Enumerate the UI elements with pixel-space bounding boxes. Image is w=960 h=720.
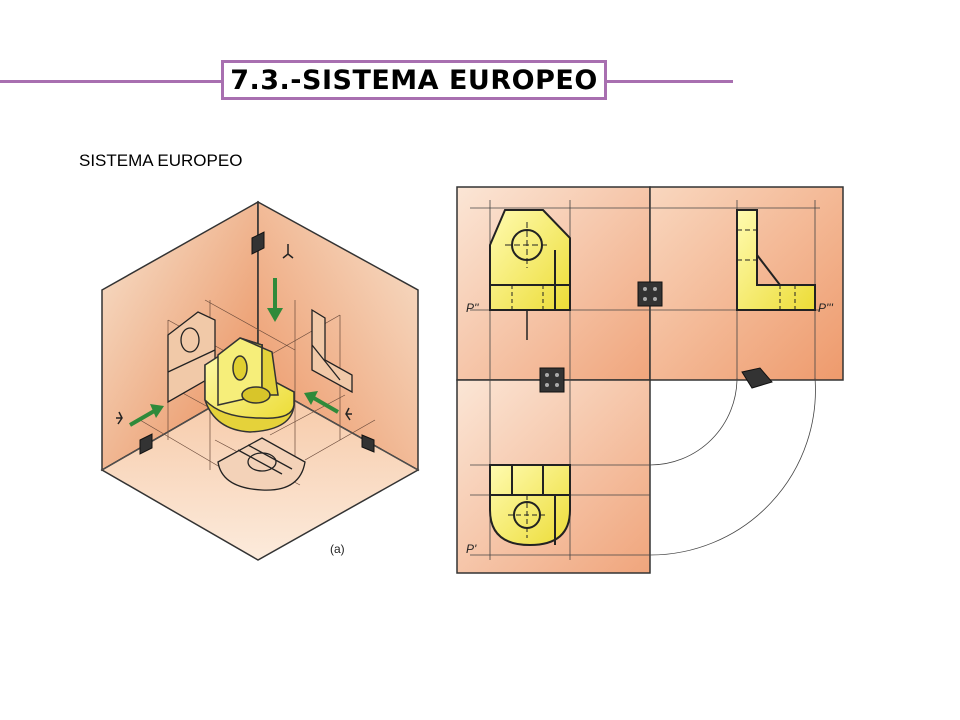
right-wall-projection — [311, 308, 353, 394]
page-title: 7.3.-SISTEMA EUROPEO — [221, 60, 607, 100]
hinge-icons — [139, 231, 375, 455]
view-arrows — [129, 278, 339, 427]
front-plane-label: P'' — [466, 301, 479, 315]
top-view-drawing — [489, 464, 571, 547]
panel-hinge-icons — [539, 281, 773, 393]
isometric-part — [204, 337, 295, 433]
figure-a-caption: (a) — [330, 542, 345, 556]
side-plane-label: P''' — [818, 301, 834, 315]
left-wall-projection — [167, 311, 216, 404]
side-view-drawing — [736, 209, 816, 311]
floor-projection — [217, 437, 306, 491]
title-line-right — [605, 80, 733, 83]
isometric-trihedron-figure: (a) — [100, 200, 420, 561]
hinge-screws — [545, 287, 657, 387]
title-line-left — [0, 80, 222, 83]
orthographic-views-figure: P'' P''' P' — [456, 186, 844, 574]
section-subtitle: SISTEMA EUROPEO — [79, 151, 243, 170]
front-view-drawing — [489, 209, 571, 340]
observer-markers — [116, 244, 352, 425]
top-plane-label: P' — [466, 542, 477, 556]
